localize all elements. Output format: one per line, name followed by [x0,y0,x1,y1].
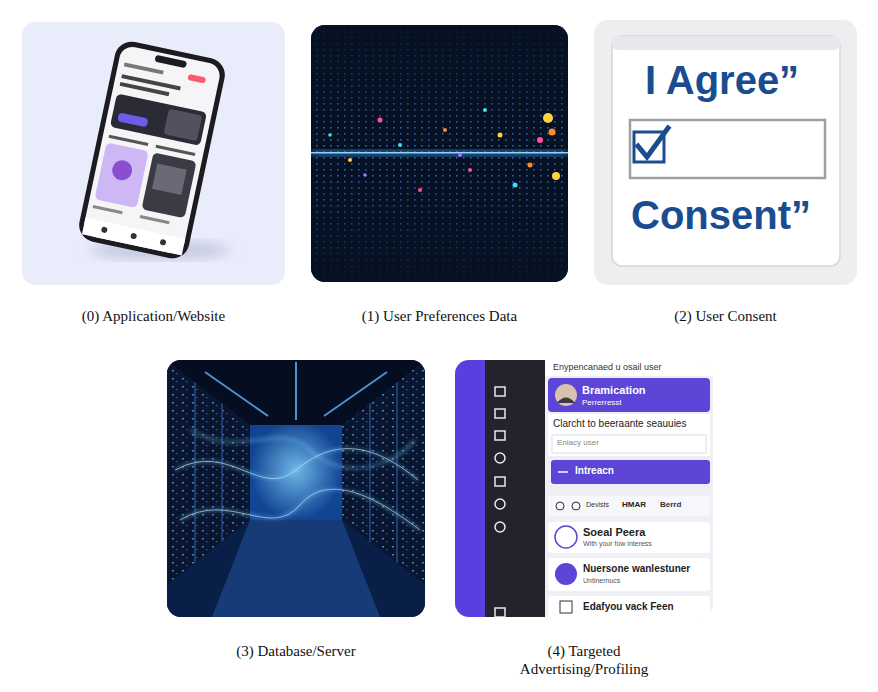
ui-text: Devists [586,501,609,509]
ui-text: Bramication [582,384,646,397]
ui-text: Enypencanaed u osail user [553,362,662,372]
panel-caption: (4) Targeted Advertising/Profiling [499,642,669,678]
consent-illustration [594,20,857,285]
ui-text: HMAR [622,500,646,509]
data-illustration [311,25,568,282]
consent-word: Consent” [631,192,811,238]
profiling-ui-illustration [455,360,713,617]
image-panel: (3) Database/Server [167,360,425,617]
image-panel: (0) Application/Website [22,22,285,285]
ui-text: Clarcht to beeraante seauuies [553,418,686,430]
panel-caption: (2) User Consent [674,307,776,325]
panel-caption: (0) Application/Website [82,307,225,325]
ui-text: Edafyou vack Feen [583,601,674,613]
ui-text: With your fow interess [583,540,652,548]
consent-word: I Agree” [645,57,799,103]
ui-text: Enlacy user [557,438,599,447]
server-illustration [167,360,425,617]
ui-text: Berrd [660,500,681,509]
panel-caption: (1) User Preferences Data [362,307,517,325]
image-panel: (1) User Preferences Data [311,25,568,282]
panel-caption: (3) Database/Server [236,642,356,660]
ui-text: Intreacn [575,465,614,477]
ui-text: Nuersone wanlestuner [583,563,690,575]
ui-text: Soeal Peera [583,526,645,539]
ui-text: Perrerresst [582,398,622,407]
ui-text: Untinernucs [583,577,620,585]
phone-illustration [22,22,285,285]
